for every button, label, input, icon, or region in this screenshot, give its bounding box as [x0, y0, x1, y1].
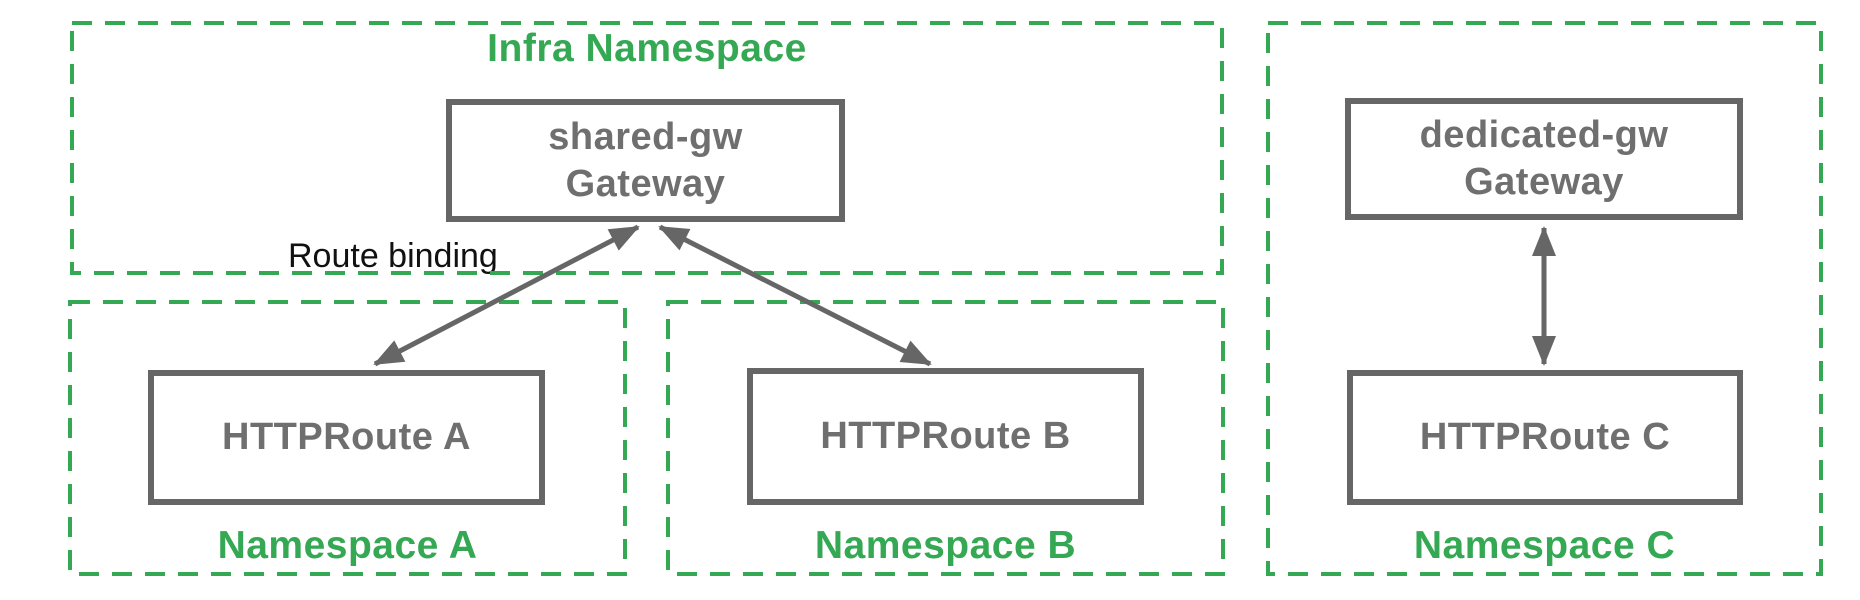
route-binding-label: Route binding [288, 237, 498, 275]
httproute-a-label: HTTPRoute A [222, 416, 471, 458]
infra-namespace-title: Infra Namespace [487, 27, 807, 70]
shared-gateway-box: shared-gw Gateway [446, 99, 845, 222]
httproute-a-box: HTTPRoute A [148, 370, 545, 505]
httproute-b-label: HTTPRoute B [820, 415, 1071, 457]
namespace-c-title: Namespace C [1413, 524, 1676, 567]
dedicated-gateway-box: dedicated-gw Gateway [1345, 98, 1743, 220]
namespace-b-title: Namespace B [814, 524, 1077, 567]
namespace-a-title: Namespace A [217, 524, 478, 567]
dedicated-gateway-kind: Gateway [1464, 161, 1624, 203]
shared-gateway-name: shared-gw [548, 115, 743, 158]
dedicated-gateway-name: dedicated-gw [1419, 114, 1669, 156]
route-b-binding-arrow [658, 224, 932, 367]
shared-gateway-kind: Gateway [565, 162, 726, 205]
httproute-b-box: HTTPRoute B [747, 368, 1144, 505]
httproute-c-box: HTTPRoute C [1347, 370, 1743, 505]
httproute-c-label: HTTPRoute C [1419, 416, 1671, 458]
